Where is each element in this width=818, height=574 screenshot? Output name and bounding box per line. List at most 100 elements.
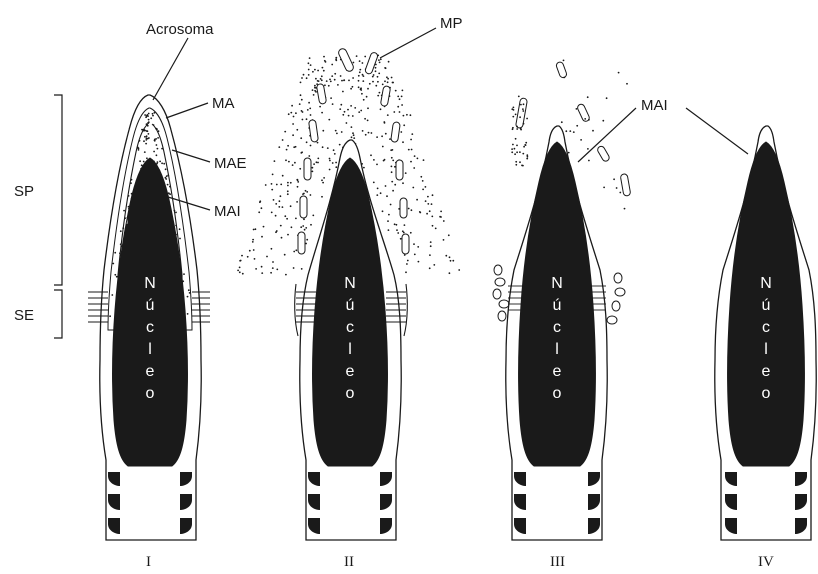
stipple-dot xyxy=(329,169,331,171)
stipple-dot xyxy=(335,130,337,132)
stipple-dot xyxy=(450,260,452,262)
stipple-dot xyxy=(312,89,314,91)
stipple-dot xyxy=(327,147,329,149)
sperm-head-stage-4: Núcleo IV xyxy=(715,126,817,570)
nucleus-letter: l xyxy=(764,341,768,358)
stipple-dot xyxy=(391,171,393,173)
stipple-dot xyxy=(310,194,312,196)
stipple-dot xyxy=(318,80,320,82)
stipple-dot xyxy=(138,149,140,151)
stipple-dot xyxy=(299,103,301,105)
stipple-dot xyxy=(372,81,374,83)
stipple-dot xyxy=(367,88,369,90)
stipple-dot xyxy=(390,204,392,206)
stipple-dot xyxy=(385,133,387,135)
stipple-dot xyxy=(353,62,355,64)
stipple-dot xyxy=(362,130,364,132)
stipple-dot xyxy=(382,210,384,212)
stipple-dot xyxy=(253,249,255,251)
stipple-dot xyxy=(391,166,393,168)
stipple-dot xyxy=(308,102,310,104)
stipple-dot xyxy=(175,212,177,214)
stipple-dot xyxy=(388,61,390,63)
stipple-dot xyxy=(271,189,273,191)
stipple-dot xyxy=(392,160,394,162)
stipple-dot xyxy=(351,136,353,138)
nucleus-letter: ú xyxy=(553,297,562,314)
stipple-dot xyxy=(295,249,297,251)
stipple-dot xyxy=(619,192,621,194)
stipple-dot xyxy=(373,182,375,184)
stipple-dot xyxy=(263,226,265,228)
sperm-head-stage-1: Núcleo I xyxy=(88,95,210,570)
stipple-dot xyxy=(312,71,314,73)
stipple-dot xyxy=(515,114,517,116)
stipple-dot xyxy=(432,194,434,196)
stipple-dot xyxy=(189,292,191,294)
stipple-dot xyxy=(396,229,398,231)
stipple-dot xyxy=(410,114,412,116)
se-label: SE xyxy=(14,307,34,324)
stipple-dot xyxy=(432,225,434,227)
stipple-dot xyxy=(361,93,363,95)
stipple-dot xyxy=(291,105,293,107)
nucleus-letter: e xyxy=(146,363,155,380)
stipple-dot xyxy=(565,130,567,132)
stipple-dot xyxy=(378,73,380,75)
stipple-dot xyxy=(526,118,528,120)
stipple-dot xyxy=(237,270,239,272)
nucleus-letter: o xyxy=(762,385,771,402)
stipple-dot xyxy=(429,210,431,212)
stipple-dot xyxy=(322,182,324,184)
stipple-dot xyxy=(360,89,362,91)
stipple-dot xyxy=(445,255,447,257)
stipple-dot xyxy=(308,155,310,157)
stipple-dot xyxy=(154,140,156,142)
stipple-dot xyxy=(153,151,155,153)
stage-label-4: IV xyxy=(758,554,774,570)
stipple-dot xyxy=(300,94,302,96)
stipple-dot xyxy=(358,111,360,113)
stipple-dot xyxy=(376,194,378,196)
stipple-dot xyxy=(352,86,354,88)
stipple-dot xyxy=(360,87,362,89)
stipple-dot xyxy=(439,216,441,218)
stipple-dot xyxy=(411,133,413,135)
stipple-dot xyxy=(322,146,324,148)
stipple-dot xyxy=(337,84,339,86)
stipple-dot xyxy=(573,131,575,133)
stipple-dot xyxy=(144,151,146,153)
stipple-dot xyxy=(519,161,521,163)
stipple-dot xyxy=(522,153,524,155)
stipple-dot xyxy=(425,200,427,202)
stipple-dot xyxy=(314,85,316,87)
stipple-dot xyxy=(588,160,590,162)
mai-label-shared: MAI xyxy=(641,97,668,114)
stipple-dot xyxy=(166,175,168,177)
stipple-dot xyxy=(322,130,324,132)
stipple-dot xyxy=(342,114,344,116)
stipple-dot xyxy=(377,95,379,97)
stipple-dot xyxy=(282,206,284,208)
stipple-dot xyxy=(397,106,399,108)
stipple-dot xyxy=(376,164,378,166)
stipple-dot xyxy=(418,261,420,263)
stipple-dot xyxy=(254,258,256,260)
stipple-dot xyxy=(287,190,289,192)
stipple-dot xyxy=(307,109,309,111)
stipple-dot xyxy=(301,99,303,101)
stipple-dot xyxy=(308,69,310,71)
stipple-dot xyxy=(343,80,345,82)
stipple-dot xyxy=(568,152,570,154)
stipple-dot xyxy=(522,110,524,112)
stipple-dot xyxy=(329,79,331,81)
stipple-dot xyxy=(580,139,582,141)
stipple-dot xyxy=(348,80,350,82)
stipple-dot xyxy=(279,200,281,202)
stipple-dot xyxy=(406,114,408,116)
stage-label-3: III xyxy=(550,554,565,570)
stipple-dot xyxy=(331,75,333,77)
stipple-dot xyxy=(381,135,383,137)
stipple-dot xyxy=(352,77,354,79)
stipple-dot xyxy=(328,119,330,121)
